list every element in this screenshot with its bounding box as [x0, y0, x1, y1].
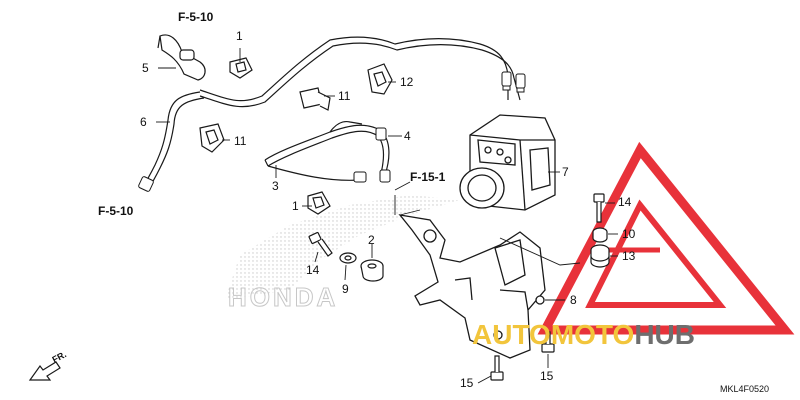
- callout-4: 4: [404, 129, 411, 143]
- callout-11-lower: 11: [234, 134, 247, 148]
- brake-pipe-left: [145, 91, 205, 186]
- clamp-11-lower: [199, 123, 225, 153]
- callout-1-upper: 1: [236, 29, 243, 43]
- ref-f-5-10-top: F-5-10: [178, 10, 214, 24]
- callout-14-left: 14: [306, 263, 320, 277]
- callout-7: 7: [562, 165, 569, 179]
- watermark-main: AUTOMOTO: [472, 319, 635, 350]
- watermark-accent: HUB: [634, 319, 695, 350]
- pipe-end-fitting: [138, 176, 154, 192]
- front-direction-arrow: [28, 361, 61, 381]
- pipe-fittings: [501, 71, 526, 93]
- brake-hose-5: [157, 34, 206, 81]
- bolt-14-left: [308, 231, 333, 257]
- callout-12: 12: [400, 75, 414, 89]
- bolt-15-left: [490, 355, 504, 381]
- callout-3: 3: [272, 179, 279, 193]
- callout-5: 5: [142, 61, 149, 75]
- callout-9: 9: [342, 282, 349, 296]
- collar-10: [592, 227, 608, 243]
- pipe-fitting-4: [353, 127, 391, 183]
- leader-lines: [156, 48, 618, 384]
- callout-15-right: 15: [540, 369, 554, 383]
- clamp-11-upper: [299, 87, 331, 111]
- honda-wordmark: HONDA: [228, 282, 338, 312]
- callout-10: 10: [622, 227, 636, 241]
- callout-13: 13: [622, 249, 636, 263]
- abs-bracket-8: [398, 214, 546, 359]
- ref-f-15-1: F-15-1: [410, 170, 446, 184]
- callout-15-left: 15: [460, 376, 474, 390]
- callout-11-upper: 11: [338, 89, 351, 103]
- clip-1-lower: [307, 191, 331, 215]
- callout-14-right: 14: [618, 195, 632, 209]
- callout-2: 2: [368, 233, 375, 247]
- clip-1-upper: [229, 57, 253, 79]
- bolt-14-right: [593, 193, 605, 223]
- watermark-triangle: [537, 141, 795, 335]
- callout-8: 8: [570, 293, 577, 307]
- rubber-mount-13: [590, 244, 610, 268]
- clamp-12: [367, 63, 393, 95]
- honda-wing-logo: [225, 195, 460, 300]
- collar-9: [339, 252, 357, 264]
- callout-1-lower: 1: [292, 199, 299, 213]
- diagram-code: MKL4F0520: [720, 384, 770, 394]
- callout-6: 6: [140, 115, 147, 129]
- ref-f-5-10-bottom: F-5-10: [98, 204, 134, 218]
- grommet-2: [360, 259, 384, 282]
- abs-modulator: [459, 114, 556, 211]
- brake-pipe-3: [264, 120, 390, 181]
- bolt-15-right: [541, 331, 555, 353]
- watermark-text: AUTOMOTOHUB: [472, 319, 695, 351]
